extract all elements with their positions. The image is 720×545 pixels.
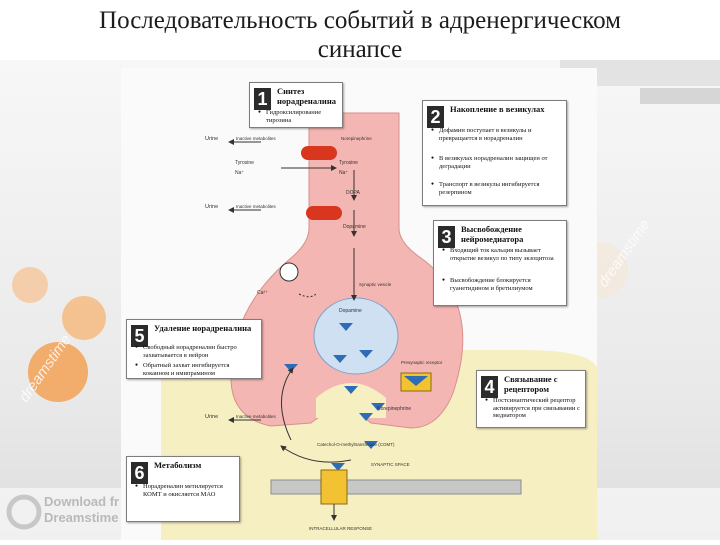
page-title: Последовательность событий в адренергиче… bbox=[0, 6, 720, 64]
step-3-title: Высвобождение нейромедиатора bbox=[461, 224, 524, 244]
transmitter-1 bbox=[339, 323, 353, 331]
step-6-number: 6 bbox=[131, 462, 148, 484]
step-2-box: 2 Накопление в везикулах Дофамин поступа… bbox=[422, 100, 567, 206]
step-1-title: Синтез норадреналина bbox=[277, 86, 336, 106]
step-2-number: 2 bbox=[427, 106, 444, 128]
step-6-box: 6 Метаболизм Норадреналин метилируется К… bbox=[126, 456, 240, 522]
title-line-2: синапсе bbox=[317, 36, 403, 63]
step-3-bullet-1: Входящий ток кальция вызывает открытие в… bbox=[442, 247, 562, 262]
step-6-bullet-1: Норадреналин метилируется КОМТ и окисляе… bbox=[135, 483, 235, 498]
watermark-download-text: Download fr Dreamstime bbox=[44, 494, 119, 526]
metabolism-arrow bbox=[280, 445, 352, 463]
presynaptic-receptor-label: Presynaptic receptor bbox=[401, 360, 443, 365]
urine-label-2: Urine bbox=[205, 204, 218, 210]
dopamine-label-1: Dopamine bbox=[343, 224, 366, 230]
step-5-box: 5 Удаление норадреналина Свободный норад… bbox=[126, 319, 262, 379]
tyrosine-label-left: Tyrosine bbox=[235, 160, 254, 166]
step-5-bullet-1: Свободный норадреналин быстро захватывае… bbox=[135, 344, 257, 359]
transmitter-6 bbox=[359, 413, 373, 421]
step-2-bullet-1: Дофамин поступает в везикулы и превращае… bbox=[431, 127, 562, 142]
step-2-title: Накопление в везикулах bbox=[450, 104, 545, 114]
transmitter-8 bbox=[364, 441, 378, 449]
orange-pill-3 bbox=[12, 267, 48, 303]
postsynaptic-membrane bbox=[270, 479, 522, 495]
transmitter-4 bbox=[344, 386, 358, 394]
step-6-title: Метаболизм bbox=[154, 460, 202, 470]
step-1-number: 1 bbox=[254, 88, 271, 110]
orange-pill-2 bbox=[62, 296, 106, 340]
transmitter-2 bbox=[359, 350, 373, 358]
syringe-plunger bbox=[640, 88, 720, 104]
step-1-bullet-1: Гидроксилирование тирозина bbox=[258, 109, 338, 124]
reuptake-arrow bbox=[281, 367, 294, 441]
tyrosine-label-right: Tyrosine bbox=[339, 160, 358, 166]
step-3-bullet-2: Высвобождение блокируется гуанетидином и… bbox=[442, 277, 562, 292]
transmitter-3 bbox=[333, 355, 347, 363]
exocytosis-opening bbox=[316, 383, 386, 418]
step-5-bullet-2: Обратный захват ингибируется кокаином и … bbox=[135, 362, 257, 377]
norepinephrine-label-1: Norepinephrine bbox=[341, 136, 372, 141]
step-5-title: Удаление норадреналина bbox=[154, 323, 252, 333]
urine-label-1: Urine bbox=[205, 136, 218, 142]
mitochondrion-1 bbox=[301, 146, 337, 160]
orange-pill-1 bbox=[28, 342, 88, 402]
urine-label-3: Urine bbox=[205, 414, 218, 420]
step-3-box: 3 Высвобождение нейромедиатора Входящий … bbox=[433, 220, 567, 306]
step-1-box: 1 Синтез норадреналина Гидроксилирование… bbox=[249, 82, 343, 128]
calcium-influx bbox=[298, 292, 318, 298]
step-5-number: 5 bbox=[131, 325, 148, 347]
watermark-download-line-1: Download fr bbox=[44, 494, 120, 509]
inactive-metabolites-label-2: Inactive metabolites bbox=[236, 204, 277, 209]
dopa-label: DOPA bbox=[346, 190, 360, 196]
dreamstime-logo-icon bbox=[6, 494, 42, 530]
transmitter-9 bbox=[331, 463, 345, 471]
ca-label: Ca²⁺ bbox=[257, 290, 268, 296]
step-4-bullet-1: Постсинаптический рецептор активируется … bbox=[485, 397, 581, 420]
watermark-download-line-2: Dreamstime bbox=[44, 510, 119, 525]
synaptic-space-label: SYNAPTIC SPACE bbox=[371, 462, 410, 467]
comt-label: Catechol-O-methyltransferase (COMT) bbox=[317, 442, 395, 447]
step-4-title: Связывание с рецептором bbox=[504, 374, 558, 394]
step-4-number: 4 bbox=[481, 376, 498, 398]
step-2-bullet-3: Транспорт в везикулы ингибируется резерп… bbox=[431, 181, 562, 196]
postsynaptic-receptor bbox=[320, 469, 348, 505]
step-3-number: 3 bbox=[438, 226, 455, 248]
title-line-1: Последовательность событий в адренергиче… bbox=[99, 7, 621, 34]
na-label-left: Na⁺ bbox=[235, 170, 244, 176]
intracellular-response-label: INTRACELLULAR RESPONSE bbox=[309, 526, 372, 531]
bound-transmitter bbox=[404, 376, 428, 386]
step-2-bullet-2: В везикулах норадреналин защищен от дегр… bbox=[431, 155, 562, 170]
na-label-right: Na⁺ bbox=[339, 170, 348, 176]
mitochondrion-2 bbox=[306, 206, 342, 220]
calcium-channel bbox=[279, 262, 299, 282]
inactive-metabolites-label-3: Inactive metabolites bbox=[236, 414, 277, 419]
step-4-box: 4 Связывание с рецептором Постсинаптичес… bbox=[476, 370, 586, 428]
inactive-metabolites-label-1: Inactive metabolites bbox=[236, 136, 277, 141]
norepinephrine-label-2: Norepinephrine bbox=[377, 406, 411, 412]
transmitter-7 bbox=[371, 403, 385, 411]
dopamine-label-2: Dopamine bbox=[339, 308, 362, 314]
synaptic-vesicle-label: Synaptic vesicle bbox=[359, 282, 392, 287]
synapse-diagram: Urine Inactive metabolites Norepinephrin… bbox=[121, 68, 597, 540]
